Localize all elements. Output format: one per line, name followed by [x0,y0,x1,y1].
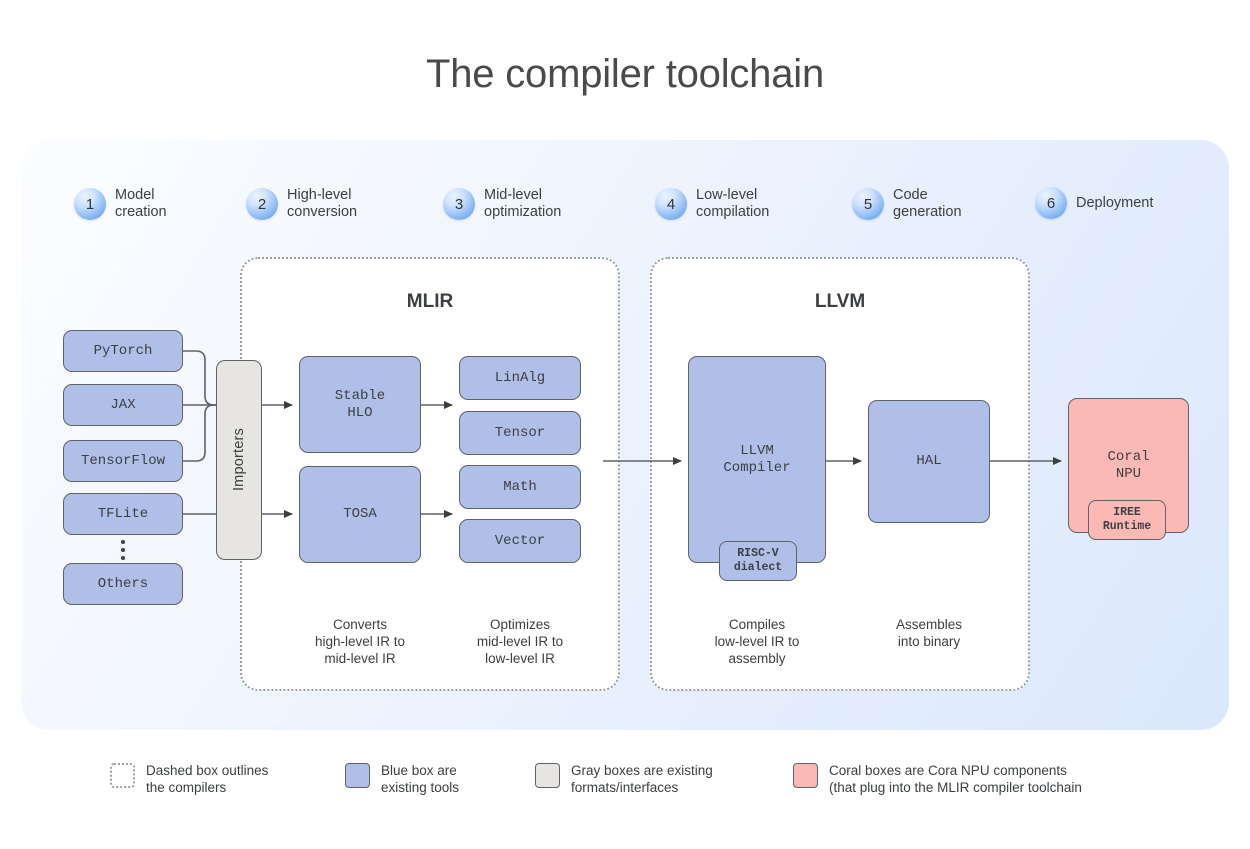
legend-label: Blue box are existing tools [381,763,460,795]
mlir-input-dialect-stable-hlo[interactable]: Stable HLO [299,356,421,453]
pipeline-step-3: 3 Mid-level optimization [443,187,561,221]
legend-label: Coral boxes are Cora NPU components (tha… [829,763,1082,795]
riscv-dialect-box[interactable]: RISC-V dialect [719,541,797,581]
legend-label: Dashed box outlines the compilers [146,763,269,795]
step-number-badge: 6 [1035,187,1067,219]
step-label: Model creation [115,187,167,220]
stage-caption-1: Converts high-level IR to mid-level IR [314,617,406,666]
pipeline-step-5: 5 Code generation [852,187,962,221]
mlir-output-dialect-vector[interactable]: Vector [459,519,581,563]
mlir-output-dialect-tensor[interactable]: Tensor [459,411,581,455]
legend-swatch-pink-icon [793,763,818,788]
legend-item-pink: Coral boxes are Cora NPU components (tha… [793,762,1082,796]
framework-box-tflite[interactable]: TFLite [63,493,183,535]
mlir-output-dialect-math[interactable]: Math [459,465,581,509]
importers-label: Importers [230,428,247,492]
iree-runtime-box[interactable]: IREE Runtime [1088,500,1166,540]
pipeline-step-4: 4 Low-level compilation [655,187,769,221]
stage-caption-2: Optimizes mid-level IR to low-level IR [476,617,564,666]
frame-title: MLIR [406,291,454,312]
step-label: Code generation [893,187,962,220]
legend-swatch-gray-icon [535,763,560,788]
legend: Dashed box outlines the compilers Blue bo… [110,762,1190,812]
step-label: Low-level compilation [696,187,770,220]
step-number-badge: 2 [246,188,278,220]
diagram-panel [21,140,1229,730]
step-number-badge: 3 [443,188,475,220]
framework-box-tensorflow[interactable]: TensorFlow [63,440,183,482]
step-number-badge: 5 [852,188,884,220]
mlir-output-dialect-linalg[interactable]: LinAlg [459,356,581,400]
pipeline-step-1: 1 Model creation [74,187,167,221]
legend-item-blue: Blue box are existing tools [345,762,459,796]
framework-box-jax[interactable]: JAX [63,384,183,426]
step-label: High-level conversion [287,187,358,220]
page-title: The compiler toolchain [425,52,825,96]
framework-box-pytorch[interactable]: PyTorch [63,330,183,372]
hal-box[interactable]: HAL [868,400,990,523]
importers-box[interactable]: Importers [216,360,262,560]
frame-title: LLVM [814,291,866,312]
legend-item-dashed: Dashed box outlines the compilers [110,762,268,796]
legend-label: Gray boxes are existing formats/interfac… [571,763,713,795]
legend-item-gray: Gray boxes are existing formats/interfac… [535,762,713,796]
step-number-badge: 1 [74,188,106,220]
stage-caption-4: Assembles into binary [895,617,963,649]
framework-box-others[interactable]: Others [63,563,183,605]
step-label: Deployment [1076,194,1154,211]
mlir-input-dialect-tosa[interactable]: TOSA [299,466,421,563]
legend-swatch-dashed-icon [110,763,135,788]
ellipsis-icon [121,540,125,560]
stage-caption-3: Compiles low-level IR to assembly [714,617,800,666]
legend-swatch-blue-icon [345,763,370,788]
llvm-compiler-box[interactable]: LLVM Compiler [688,356,826,563]
step-label: Mid-level optimization [484,187,562,220]
step-number-badge: 4 [655,188,687,220]
pipeline-step-2: 2 High-level conversion [246,187,357,221]
pipeline-step-6: 6 Deployment [1035,187,1153,219]
